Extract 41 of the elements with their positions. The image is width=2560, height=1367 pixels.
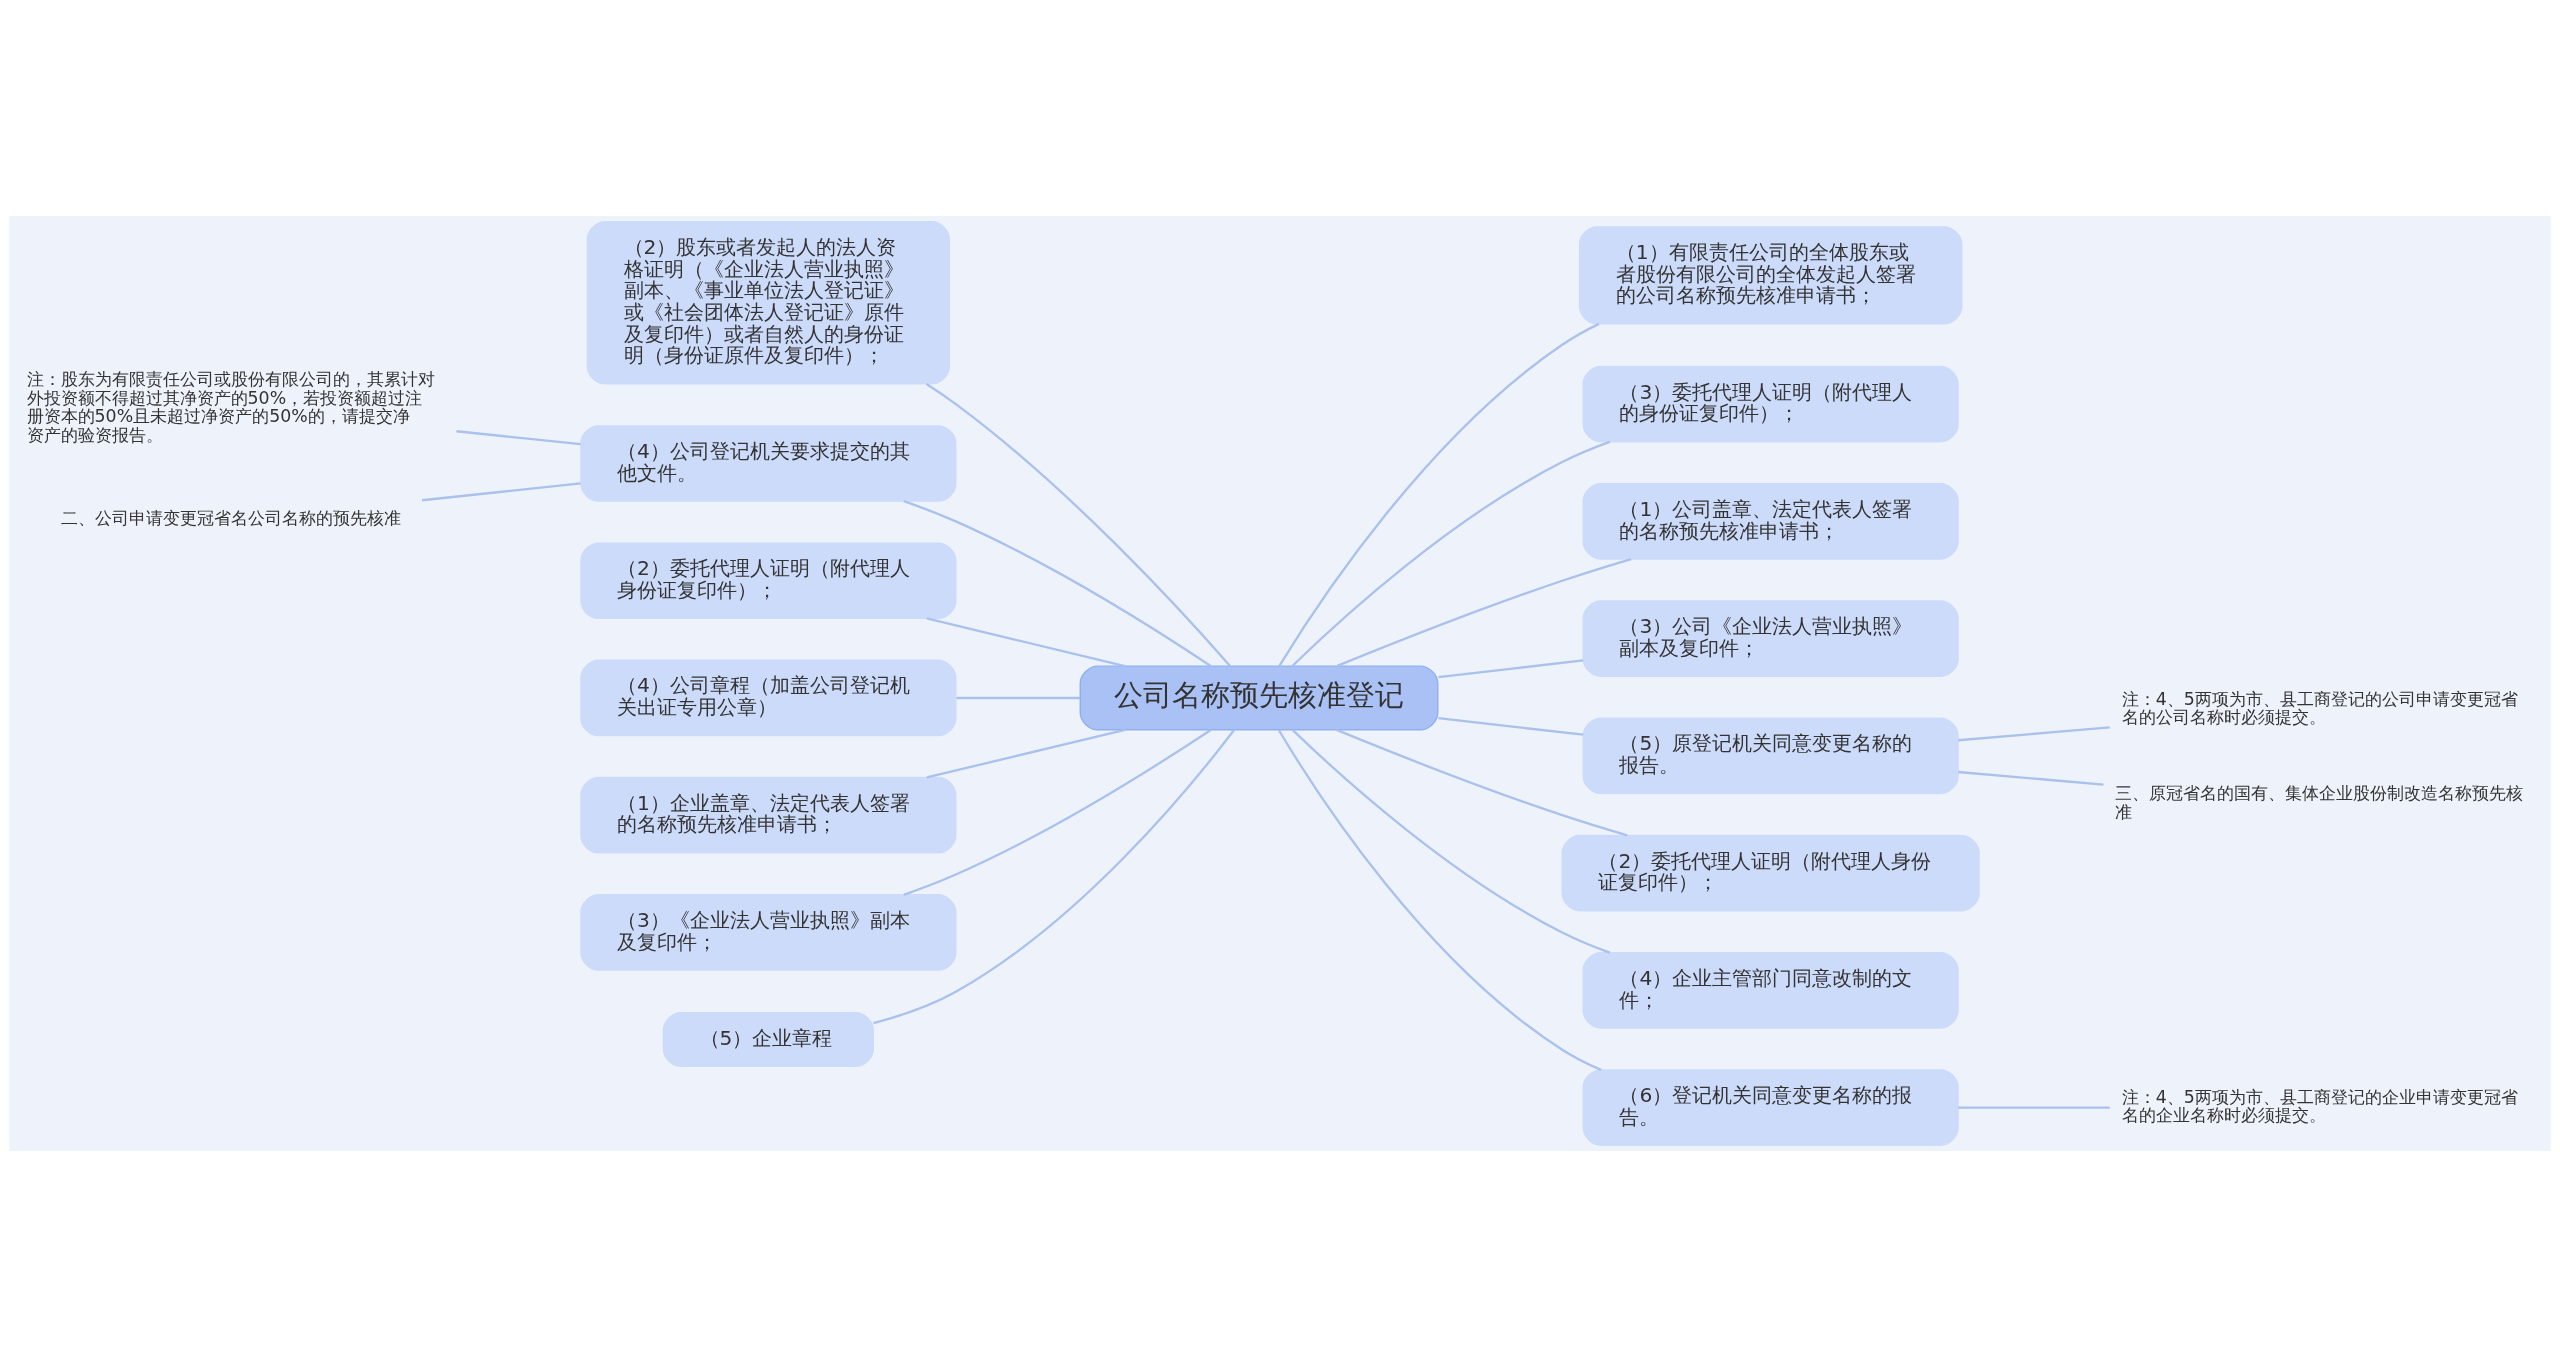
node-box: （1）有限责任公司的全体股东或者股份有限公司的全体发起人签署的公司名称预先核准申请书； bbox=[1578, 226, 1963, 325]
node-box: （3）公司《企业法人营业执照》副本及复印件； bbox=[1582, 600, 1959, 677]
connector bbox=[873, 729, 1235, 1025]
node-box: （3）委托代理人证明（附代理人的身份证复印件）； bbox=[1582, 365, 1959, 443]
connector bbox=[926, 617, 1126, 668]
node-text: 注：股东为有限责任公司或股份有限公司的，其累计对外投资额不得超过其净资产的50%，若投资额超过注册资本的50%且未超过净资产的50%的，请提交净资产的验资报告。 bbox=[26, 368, 435, 446]
connector bbox=[956, 696, 1080, 700]
node-box: （4）企业主管部门同意改制的文件； bbox=[1582, 952, 1959, 1029]
node-text: 注：4、5两项为市、县工商登记的企业申请变更冠省名的企业名称时必须提交。 bbox=[2121, 1086, 2518, 1126]
node-box: （4）公司章程（加盖公司登记机关出证专用公章） bbox=[580, 659, 957, 737]
connector bbox=[1277, 729, 1602, 1071]
connector bbox=[903, 500, 1212, 667]
connector bbox=[926, 728, 1126, 779]
connector bbox=[1438, 659, 1584, 679]
connector bbox=[925, 383, 1231, 667]
connector bbox=[1958, 726, 2110, 742]
connector bbox=[1438, 717, 1584, 736]
node-text: 三、原冠省名的国有、集体企业股份制改造名称预先核准 bbox=[2115, 782, 2524, 822]
node-box: （4）公司登记机关要求提交的其他文件。 bbox=[580, 425, 957, 502]
node-text: 二、公司申请变更冠省名公司名称的预先核准 bbox=[61, 508, 402, 529]
node-box: （6）登记机关同意变更名称的报告。 bbox=[1582, 1069, 1959, 1146]
node-box: （3）《企业法人营业执照》副本及复印件； bbox=[580, 894, 957, 971]
connector bbox=[1336, 728, 1628, 837]
connector bbox=[1291, 440, 1611, 667]
node-box: （2）股东或者发起人的法人资格证明（《企业法人营业执照》副本、《事业单位法人登记证》或《社会团体法人登记证》原件及复印件）或者自然人的身份证明（身份证原件及复印件）； bbox=[586, 221, 950, 385]
connector bbox=[456, 430, 581, 446]
connector bbox=[1958, 1106, 2110, 1109]
node-box: （1）公司盖章、法定代表人签署的名称预先核准申请书； bbox=[1582, 483, 1959, 560]
connector bbox=[1278, 322, 1600, 667]
connector bbox=[1336, 557, 1632, 667]
node-box: （5）企业章程 bbox=[662, 1012, 874, 1068]
connector bbox=[421, 482, 581, 502]
node-box: 公司名称预先核准登记 bbox=[1079, 665, 1439, 731]
connector bbox=[1291, 729, 1611, 954]
connector bbox=[903, 728, 1212, 896]
node-box: （5）原登记机关同意变更名称的报告。 bbox=[1582, 717, 1959, 795]
connector bbox=[1958, 770, 2104, 786]
node-box: （2）委托代理人证明（附代理人身份证复印件）； bbox=[1561, 834, 1980, 912]
node-box: （1）企业盖章、法定代表人签署的名称预先核准申请书； bbox=[580, 776, 957, 854]
node-text: 注：4、5两项为市、县工商登记的公司申请变更冠省名的公司名称时必须提交。 bbox=[2121, 688, 2518, 728]
node-box: （2）委托代理人证明（附代理人身份证复印件）； bbox=[580, 542, 957, 620]
